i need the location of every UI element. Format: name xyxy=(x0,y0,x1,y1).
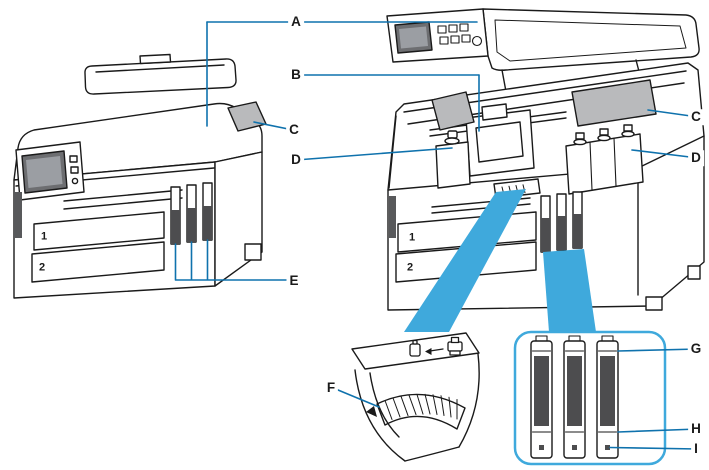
label-d-right: D xyxy=(688,150,704,166)
housing-curve xyxy=(404,446,460,462)
label-c-right: C xyxy=(688,109,704,125)
housing-curve xyxy=(369,372,400,438)
ink-dot xyxy=(539,445,544,450)
touchscreen-display-open xyxy=(399,26,428,49)
lever-pointer xyxy=(366,406,377,417)
leader-e xyxy=(174,239,299,281)
lever-ridges xyxy=(384,393,458,420)
detail-ink-valve-lever xyxy=(351,332,480,462)
leader-g xyxy=(617,348,699,352)
printer-icon xyxy=(447,336,463,356)
housing-curve xyxy=(354,369,406,462)
label-a: A xyxy=(288,14,304,30)
left-tray-1-number: 1 xyxy=(40,230,48,243)
paper-tray-2-left xyxy=(31,241,165,283)
paper-support-handle xyxy=(139,53,172,65)
ink-dot xyxy=(572,445,577,450)
callout-wedge-tanks xyxy=(543,249,596,332)
touchscreen-display xyxy=(26,156,63,188)
foot xyxy=(244,243,262,261)
panel-button xyxy=(70,166,79,174)
tank-cap-3 xyxy=(623,124,633,132)
label-f: F xyxy=(323,380,339,396)
ink-tank-cover-left-open xyxy=(431,91,475,131)
left-tray-2-number: 2 xyxy=(38,261,46,274)
ink-level xyxy=(203,206,212,240)
label-h: H xyxy=(688,421,704,437)
label-b: B xyxy=(288,67,304,83)
ink-level xyxy=(187,208,196,242)
tank-cap-2 xyxy=(599,128,609,136)
housing-curve xyxy=(458,353,480,448)
paper-support-seam xyxy=(95,64,225,73)
right-tray-1-number: 1 xyxy=(408,231,416,244)
paper-support xyxy=(84,58,237,95)
tank-cap-left xyxy=(447,130,458,139)
label-g: G xyxy=(687,341,705,357)
print-head xyxy=(465,103,535,177)
ink-tank-cover-right-open xyxy=(571,79,657,127)
printer-closed-view xyxy=(13,53,267,299)
panel-buttons-open xyxy=(437,23,483,47)
label-d-left: D xyxy=(288,152,304,168)
cover-inner-line xyxy=(494,19,687,62)
left-arrow-icon xyxy=(425,348,444,355)
detail-tank-2 xyxy=(563,335,586,459)
tank-mouth-left xyxy=(444,137,460,145)
front-slot xyxy=(14,192,22,238)
panel-button xyxy=(69,155,78,163)
leader-d-left xyxy=(295,147,453,161)
scanning-unit-cover xyxy=(482,8,700,71)
foot xyxy=(645,296,663,311)
lever-grip xyxy=(376,393,466,430)
output-tray-line xyxy=(63,189,183,202)
label-c-left: C xyxy=(286,122,302,138)
ink-level xyxy=(171,210,180,244)
transport-icon xyxy=(409,339,421,357)
ink-level xyxy=(557,216,566,250)
ink-level xyxy=(600,356,615,426)
label-e: E xyxy=(286,273,302,289)
leader-h xyxy=(617,428,699,433)
ink-level xyxy=(573,214,582,248)
label-i: I xyxy=(691,441,701,457)
leader-i xyxy=(609,446,699,450)
leader-lines xyxy=(174,21,699,450)
ink-level-windows-left xyxy=(170,182,213,245)
foot xyxy=(687,265,701,280)
detail-tank-1 xyxy=(530,335,553,459)
ink-level xyxy=(534,356,549,426)
leader-d-right xyxy=(631,149,699,159)
detail-ink-tank-levels xyxy=(513,330,667,466)
ink-level xyxy=(567,356,582,426)
tank-cap-1 xyxy=(575,132,585,140)
front-slot-right xyxy=(389,196,396,238)
callout-wedge-lever xyxy=(404,189,526,332)
callout-wedges xyxy=(404,189,596,332)
detail-tank-3 xyxy=(596,335,619,459)
right-tray-2-number: 2 xyxy=(406,261,414,274)
ink-dot xyxy=(605,445,610,450)
paper-tray-1-left xyxy=(33,211,165,251)
ink-level-windows-right xyxy=(540,191,583,253)
ink-tanks-color xyxy=(565,124,644,195)
panel-button-round xyxy=(71,177,79,185)
leader-f xyxy=(337,389,380,408)
output-tray-line xyxy=(63,197,183,210)
ink-level xyxy=(541,218,550,252)
side-face xyxy=(214,151,263,287)
side-rim-line xyxy=(637,135,705,169)
